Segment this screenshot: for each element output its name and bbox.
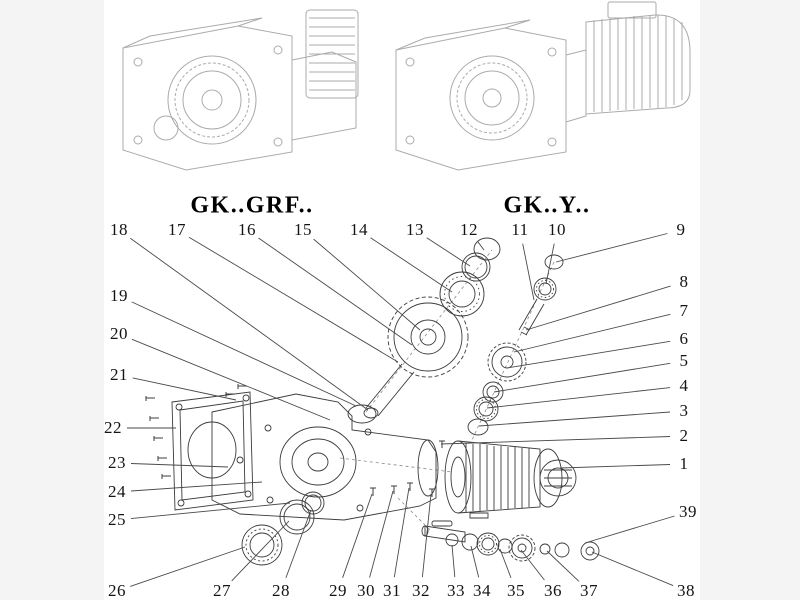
callout-21: 21 xyxy=(110,365,128,384)
callout-22: 22 xyxy=(104,418,122,437)
right-margin xyxy=(700,0,800,600)
exploded-motor xyxy=(444,440,577,519)
drawing-gk-grf xyxy=(122,9,359,171)
callout-7: 7 xyxy=(679,301,689,320)
leader-line-21 xyxy=(132,377,237,401)
callout-27: 27 xyxy=(213,581,231,600)
leader-line-12 xyxy=(477,240,485,251)
leader-line-30 xyxy=(369,490,394,578)
callout-17: 17 xyxy=(168,220,186,239)
callout-24: 24 xyxy=(108,482,126,501)
leader-line-1 xyxy=(559,464,671,469)
leader-line-34 xyxy=(470,545,480,578)
callout-30: 30 xyxy=(357,581,375,600)
exploded-output-shaft xyxy=(421,520,600,562)
callout-13: 13 xyxy=(406,220,424,239)
leader-line-2 xyxy=(440,436,671,445)
callout-20: 20 xyxy=(110,324,128,343)
axis-lines xyxy=(339,249,555,533)
leader-line-33 xyxy=(451,544,456,578)
leader-line-27 xyxy=(231,520,290,582)
leader-line-11 xyxy=(522,243,535,301)
leader-line-25 xyxy=(130,502,291,520)
leader-line-14 xyxy=(370,237,453,293)
exploded-upper-bearing xyxy=(439,237,501,317)
callout-18: 18 xyxy=(110,220,128,239)
leader-line-16 xyxy=(258,237,413,346)
leader-line-4 xyxy=(486,387,671,409)
fastener-screws xyxy=(145,384,247,479)
callout-37: 37 xyxy=(580,581,598,600)
leader-line-13 xyxy=(426,237,471,267)
leader-line-32 xyxy=(421,493,432,578)
callout-28: 28 xyxy=(272,581,290,600)
callout-38: 38 xyxy=(677,581,695,600)
leader-line-36 xyxy=(520,549,545,581)
leader-line-7 xyxy=(513,313,671,353)
callout-33: 33 xyxy=(447,581,465,600)
variant-label-gk-y: GK..Y.. xyxy=(503,192,591,219)
leader-line-35 xyxy=(499,548,512,579)
exploded-input-shaft xyxy=(518,254,564,336)
exploded-intermediate-gear xyxy=(467,342,527,436)
leader-line-31 xyxy=(393,487,410,578)
leader-line-24 xyxy=(130,481,263,492)
callout-32: 32 xyxy=(412,581,430,600)
callout-15: 15 xyxy=(294,220,312,239)
callout-14: 14 xyxy=(350,220,368,239)
callout-23: 23 xyxy=(108,453,126,472)
leader-line-15 xyxy=(313,238,421,331)
callout-39: 39 xyxy=(679,502,697,521)
leader-line-17 xyxy=(188,236,399,363)
exploded-fasteners-bottom xyxy=(370,440,445,497)
leader-line-18 xyxy=(130,237,369,411)
leader-line-6 xyxy=(506,340,671,369)
leader-line-9 xyxy=(555,233,668,263)
callout-10: 10 xyxy=(548,220,566,239)
callout-19: 19 xyxy=(110,286,128,305)
callout-26: 26 xyxy=(108,581,126,600)
callout-3: 3 xyxy=(679,401,689,420)
callout-35: 35 xyxy=(507,581,525,600)
callout-11: 11 xyxy=(511,220,529,239)
variant-label-gk-grf: GK..GRF.. xyxy=(190,192,314,219)
callout-12: 12 xyxy=(460,220,478,239)
leader-line-3 xyxy=(478,411,671,427)
exploded-flange-plate xyxy=(171,391,254,511)
leader-line-5 xyxy=(493,362,671,393)
exploded-main-gear xyxy=(363,296,469,419)
callout-4: 4 xyxy=(679,376,689,395)
leader-line-23 xyxy=(130,463,229,468)
callout-16: 16 xyxy=(238,220,256,239)
leader-line-28 xyxy=(285,509,312,579)
callout-9: 9 xyxy=(676,220,686,239)
callout-31: 31 xyxy=(383,581,401,600)
leader-line-8 xyxy=(525,285,671,331)
leader-line-39 xyxy=(584,515,675,544)
leader-line-19 xyxy=(131,301,357,407)
exploded-lower-bearings xyxy=(241,491,325,566)
leader-line-29 xyxy=(342,493,373,578)
left-margin xyxy=(0,0,104,600)
callout-2: 2 xyxy=(679,426,689,445)
leader-line-38 xyxy=(591,551,674,587)
callout-5: 5 xyxy=(679,351,689,370)
drawing-gk-y xyxy=(395,1,691,171)
callout-1: 1 xyxy=(679,454,689,473)
callout-8: 8 xyxy=(679,272,689,291)
leader-line-37 xyxy=(546,550,580,582)
callout-36: 36 xyxy=(544,581,562,600)
callout-25: 25 xyxy=(108,510,126,529)
leader-line-10 xyxy=(545,243,555,285)
callout-34: 34 xyxy=(473,581,491,600)
callout-6: 6 xyxy=(679,329,689,348)
leader-line-20 xyxy=(131,338,331,421)
leader-line-26 xyxy=(130,546,246,587)
callout-29: 29 xyxy=(329,581,347,600)
